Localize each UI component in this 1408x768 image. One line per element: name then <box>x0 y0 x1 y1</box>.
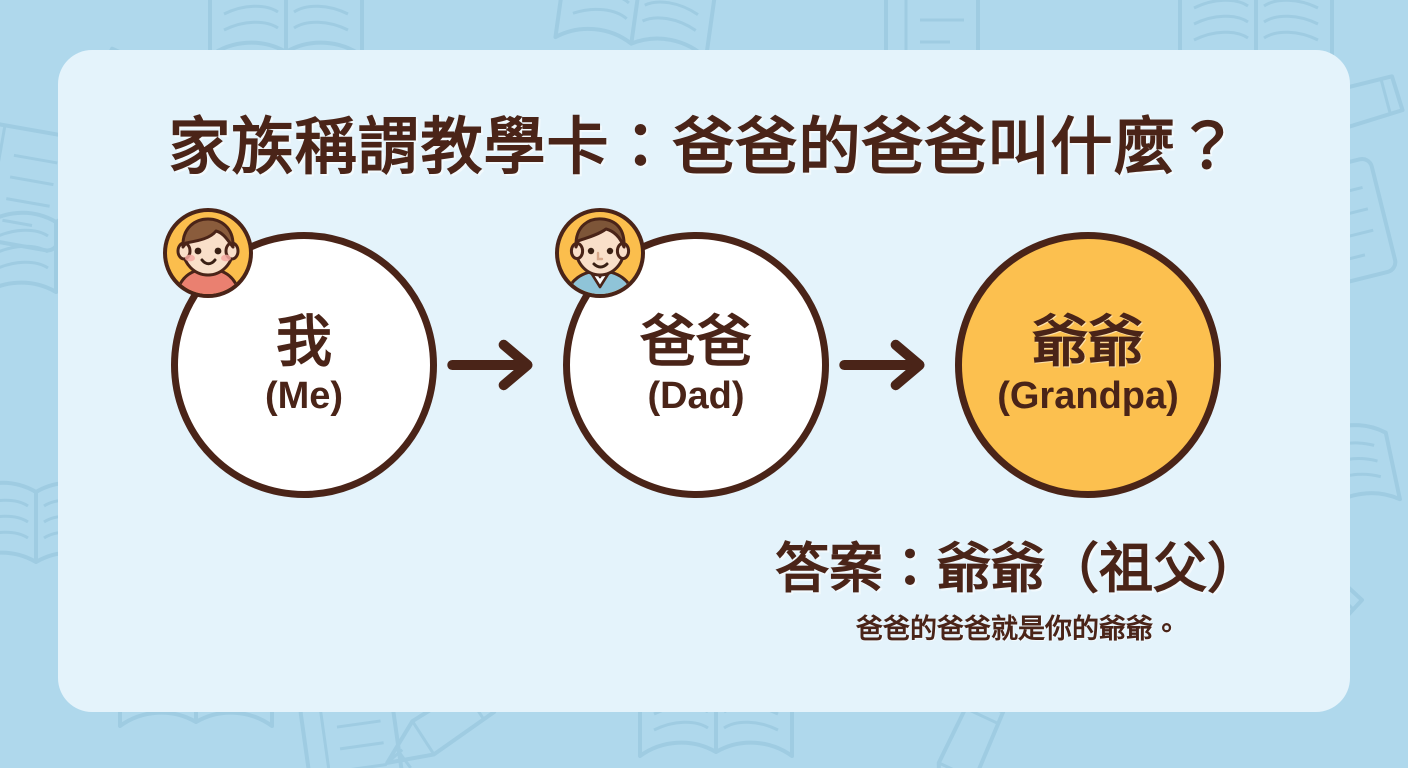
answer-main-text: 答案：爺爺（祖父） <box>775 539 1261 599</box>
node-circle-dad[interactable]: 爸爸 (Dad) <box>563 232 829 498</box>
arrow-right-icon-me-to-dad <box>440 325 560 405</box>
man-avatar-icon <box>554 207 646 299</box>
child-avatar-icon <box>162 207 254 299</box>
node-label-en-dad: (Dad) <box>647 374 745 417</box>
node-label-cn-dad: 爸爸 <box>640 309 752 373</box>
chain-node-grandpa[interactable]: 爺爺 (Grandpa) <box>952 215 1224 515</box>
relationship-chain: 我 (Me) <box>163 208 1348 520</box>
node-circle-grandpa[interactable]: 爺爺 (Grandpa) <box>955 232 1221 498</box>
arrow-right-icon-dad-to-grandpa <box>832 325 952 405</box>
node-label-cn-grandpa: 爺爺 <box>1032 309 1144 373</box>
answer-block: 答案：爺爺（祖父） 爸爸的爸爸就是你的爺爺。 <box>698 538 1338 647</box>
answer-sub-text: 爸爸的爸爸就是你的爺爺。 <box>856 613 1180 644</box>
node-label-cn-me: 我 <box>276 309 332 373</box>
node-label-en-me: (Me) <box>264 374 344 417</box>
node-label-en-grandpa: (Grandpa) <box>997 374 1179 417</box>
page-title: 家族稱謂教學卡：爸爸的爸爸叫什麼？ <box>168 112 1240 182</box>
chain-node-dad[interactable]: 爸爸 (Dad) <box>555 208 832 515</box>
lesson-card: 家族稱謂教學卡：爸爸的爸爸叫什麼？ 我 (Me) <box>58 50 1350 712</box>
chain-node-me[interactable]: 我 (Me) <box>163 208 440 515</box>
